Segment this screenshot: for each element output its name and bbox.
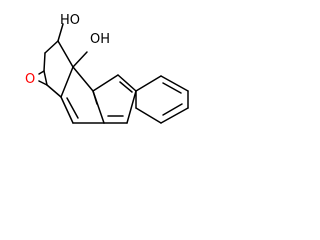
ring-d	[135, 75, 189, 124]
bond	[38, 70, 45, 75]
bond	[43, 70, 48, 86]
bond	[119, 81, 133, 93]
hydroxyl-label-right: OH	[90, 32, 110, 47]
bond	[66, 97, 79, 119]
bond	[135, 107, 162, 124]
hydroxyl-bonds	[57, 23, 88, 68]
bond	[126, 90, 137, 124]
molecule-structure: HO OH O	[25, 13, 189, 124]
bond	[92, 74, 119, 92]
bond	[60, 66, 74, 98]
bond	[46, 84, 62, 98]
bond	[72, 66, 94, 92]
bond	[162, 103, 183, 116]
bond	[60, 96, 74, 124]
bond	[162, 82, 182, 94]
ring-b	[60, 66, 105, 124]
bond	[160, 107, 189, 124]
bond	[117, 74, 137, 92]
bond	[92, 90, 98, 105]
bond	[160, 75, 189, 92]
epoxide-bridge	[38, 70, 48, 86]
bond	[57, 23, 64, 42]
bond	[38, 80, 48, 86]
hydroxyl-label-left: HO	[60, 13, 80, 28]
ring-c	[92, 74, 137, 124]
ring-a	[43, 40, 74, 98]
bond	[57, 40, 74, 68]
epoxide-oxygen-label: O	[25, 72, 35, 87]
bond	[43, 52, 46, 72]
bond	[72, 51, 88, 68]
bond	[135, 75, 162, 92]
bond	[44, 40, 59, 54]
